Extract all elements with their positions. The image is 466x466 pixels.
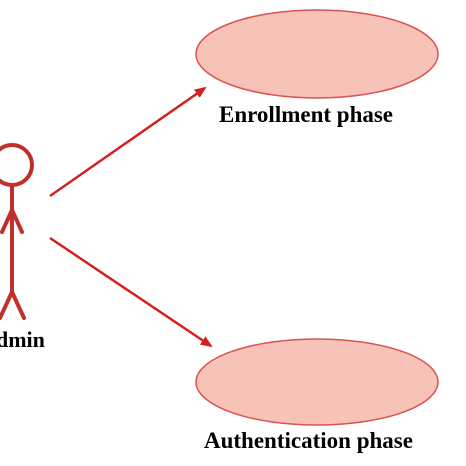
actor-leg-left: [0, 290, 14, 320]
actor-head: [0, 143, 34, 187]
use-case-authentication-label: Authentication phase: [204, 428, 413, 453]
use-case-authentication-ellipse: [195, 338, 439, 426]
arrow-to-authentication: [49, 236, 213, 348]
actor-stick-figure: [0, 143, 34, 320]
actor-label: dmin: [0, 327, 45, 352]
actor-arm-right: [10, 208, 24, 234]
use-case-enrollment-ellipse: [195, 9, 439, 99]
arrow-to-enrollment: [49, 86, 207, 198]
use-case-enrollment-label: Enrollment phase: [219, 102, 394, 127]
actor-arm-left: [0, 208, 14, 234]
actor-leg-right: [10, 290, 26, 320]
